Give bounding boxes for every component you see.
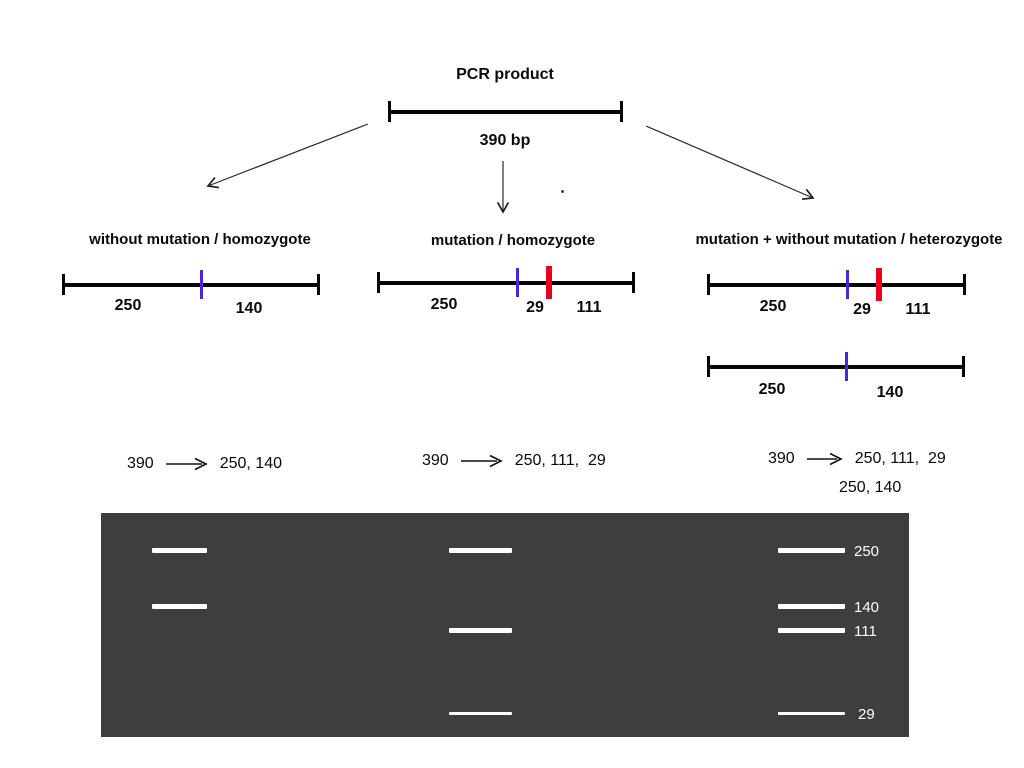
gel-band-label-140: 140 xyxy=(854,599,880,616)
gel-band-label-111: 111 xyxy=(854,623,877,640)
conversion-from: 390 xyxy=(127,455,154,472)
conversion-from: 390 xyxy=(768,450,795,467)
end-tick xyxy=(707,356,710,377)
segment-label: 250 xyxy=(114,297,142,314)
cut-site-tick-normal xyxy=(200,270,203,299)
pcr-product-line xyxy=(388,110,623,114)
segment-label: 140 xyxy=(235,300,263,317)
fragment-rule xyxy=(62,283,320,287)
right-arrow-icon xyxy=(806,452,843,466)
end-tick xyxy=(962,356,965,377)
right-arrow-icon xyxy=(165,457,208,471)
segment-label: 111 xyxy=(905,301,931,318)
scenario-title-without-mutation: without mutation / homozygote xyxy=(89,231,311,248)
scenario-title-mutation: mutation / homozygote xyxy=(430,232,596,249)
fragment-rule xyxy=(707,283,966,287)
cut-site-tick-normal xyxy=(845,352,848,381)
end-tick xyxy=(963,274,966,295)
end-tick xyxy=(62,274,65,295)
fragment-rule xyxy=(707,365,965,369)
cut-site-tick-mutation xyxy=(546,266,552,299)
gel-band-250 xyxy=(152,548,207,553)
right-arrow-icon xyxy=(460,454,503,468)
cut-site-tick-normal xyxy=(516,268,519,297)
conversion-result: 250, 111, 29 xyxy=(854,450,946,467)
fragment-rule xyxy=(377,281,635,285)
gel-band-111 xyxy=(449,628,512,633)
gel-band-111 xyxy=(778,628,845,633)
conversion-row-3: 390 250, 111, 29 xyxy=(768,450,946,468)
segment-label: 111 xyxy=(576,299,602,316)
segment-label: 250 xyxy=(759,298,787,315)
gel-band-label-29: 29 xyxy=(858,706,875,723)
arrow-down-left-icon xyxy=(206,123,369,189)
end-tick xyxy=(707,274,710,295)
end-tick xyxy=(317,274,320,295)
pcr-line-left-tick xyxy=(388,101,391,122)
gel-band-29 xyxy=(449,712,512,715)
conversion-row-1: 390 250, 140 xyxy=(127,455,282,473)
conversion-result: 250, 140 xyxy=(219,455,282,472)
end-tick xyxy=(377,272,380,293)
gel-band-140 xyxy=(778,604,845,609)
segment-label: 250 xyxy=(758,381,786,398)
gel-panel xyxy=(101,513,909,737)
segment-label: 140 xyxy=(876,384,904,401)
stray-dot xyxy=(561,190,564,193)
cut-site-tick-normal xyxy=(846,270,849,299)
conversion-row-2: 390 250, 111, 29 xyxy=(422,452,606,470)
segment-label: 29 xyxy=(853,301,871,318)
gel-band-140 xyxy=(152,604,207,609)
scenario-title-heterozygote: mutation + without mutation / heterozygo… xyxy=(695,231,1003,248)
gel-band-29 xyxy=(778,712,845,715)
conversion-result-second-allele: 250, 140 xyxy=(839,479,902,496)
end-tick xyxy=(632,272,635,293)
cut-site-tick-mutation xyxy=(876,268,882,301)
segment-label: 250 xyxy=(430,296,458,313)
pcr-line-right-tick xyxy=(620,101,623,122)
pcr-product-label: PCR product xyxy=(456,66,554,83)
arrow-down-right-icon xyxy=(645,125,815,200)
conversion-from: 390 xyxy=(422,452,449,469)
gel-band-label-250: 250 xyxy=(854,543,880,560)
segment-label: 29 xyxy=(526,299,544,316)
gel-band-250 xyxy=(778,548,845,553)
conversion-result: 250, 111, 29 xyxy=(514,452,606,469)
pcr-size-label: 390 bp xyxy=(479,132,531,149)
gel-band-250 xyxy=(449,548,512,553)
